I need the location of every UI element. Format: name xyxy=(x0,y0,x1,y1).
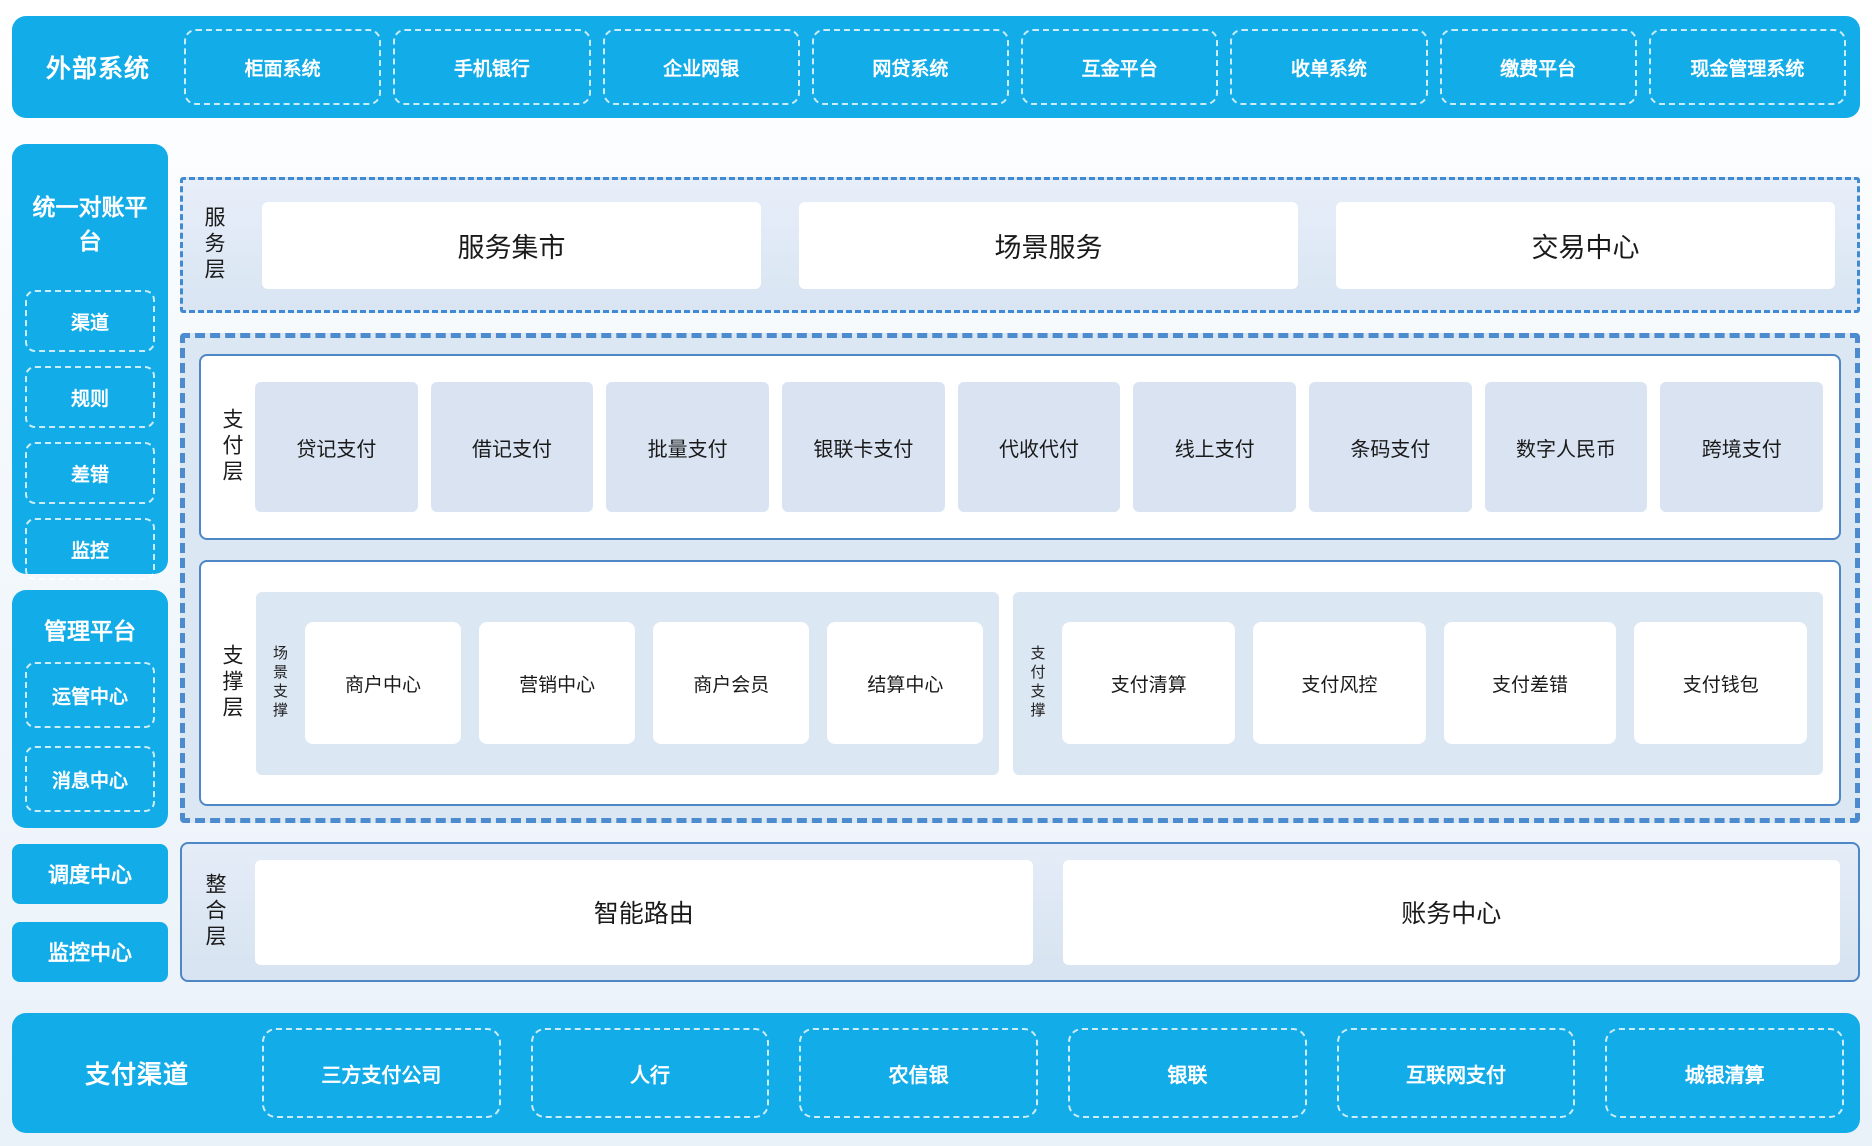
payment-box: 数字人民币 xyxy=(1484,382,1648,512)
scene-support-label: 场景支撑 xyxy=(271,645,288,721)
external-system-box: 互金平台 xyxy=(1021,29,1219,105)
external-systems-bar: 外部系统 柜面系统 手机银行 企业网银 网贷系统 互金平台 收单系统 缴费平台 … xyxy=(12,16,1860,118)
external-system-box: 缴费平台 xyxy=(1439,29,1637,105)
payment-channel-box: 三方支付公司 xyxy=(262,1028,501,1118)
support-layer: 支撑层 场景支撑 商户中心 营销中心 商户会员 结算中心 支付支撑 支付清算 支… xyxy=(199,560,1841,806)
main-layers: 服务层 服务集市 场景服务 交易中心 支付层 贷记支付 借记支付 批量支付 银联… xyxy=(180,134,1860,982)
external-system-box: 现金管理系统 xyxy=(1648,29,1846,105)
service-box: 服务集市 xyxy=(262,201,761,289)
recon-platform-panel: 统一对账平台 渠道 规则 差错 监控 xyxy=(12,144,168,580)
recon-item-box: 差错 xyxy=(25,442,155,504)
payment-box: 批量支付 xyxy=(606,382,770,512)
mgmt-platform-panel: 管理平台 运管中心 消息中心 xyxy=(12,590,168,828)
payment-support-box: 支付差错 xyxy=(1443,622,1617,744)
payment-box: 条码支付 xyxy=(1309,382,1472,512)
payment-layer-label: 支付层 xyxy=(220,408,243,486)
monitor-center-block: 监控中心 xyxy=(12,922,168,982)
external-system-box: 企业网银 xyxy=(602,29,800,105)
payment-channels-items: 三方支付公司 人行 农信银 银联 互联网支付 城银清算 xyxy=(262,1028,1845,1118)
external-systems-items: 柜面系统 手机银行 企业网银 网贷系统 互金平台 收单系统 缴费平台 现金管理系… xyxy=(184,29,1846,105)
payment-channel-box: 农信银 xyxy=(799,1028,1039,1118)
payment-box: 贷记支付 xyxy=(255,382,418,512)
payment-box: 银联卡支付 xyxy=(782,382,945,512)
payment-support-group: 支付支撑 支付清算 支付风控 支付差错 支付钱包 xyxy=(1013,591,1823,775)
payment-box: 跨境支付 xyxy=(1660,382,1824,512)
recon-platform-title: 统一对账平台 xyxy=(32,194,148,254)
sidebar: 统一对账平台 渠道 规则 差错 监控 管理平台 运管中心 消息中心 调度中心 监… xyxy=(12,134,168,982)
scheduler-center-block: 调度中心 xyxy=(12,844,168,904)
payment-support-box: 支付风控 xyxy=(1253,622,1426,744)
mgmt-item-box: 运管中心 xyxy=(25,662,155,728)
scene-support-group: 场景支撑 商户中心 营销中心 商户会员 结算中心 xyxy=(256,591,1000,775)
payment-channels-bar: 支付渠道 三方支付公司 人行 农信银 银联 互联网支付 城银清算 xyxy=(12,1013,1860,1133)
payment-layer: 支付层 贷记支付 借记支付 批量支付 银联卡支付 代收代付 线上支付 条码支付 … xyxy=(199,354,1841,540)
scene-support-box: 营销中心 xyxy=(479,622,636,744)
mgmt-item-box: 消息中心 xyxy=(25,746,155,812)
payment-channel-box: 银联 xyxy=(1068,1028,1307,1118)
external-systems-label: 外部系统 xyxy=(45,55,150,83)
payment-box: 线上支付 xyxy=(1133,382,1297,512)
support-layer-label: 支撑层 xyxy=(220,644,243,722)
recon-item-box: 监控 xyxy=(25,518,155,580)
recon-item-box: 渠道 xyxy=(25,290,155,352)
scene-support-box: 商户中心 xyxy=(305,622,462,744)
service-box: 场景服务 xyxy=(799,201,1298,289)
external-system-box: 柜面系统 xyxy=(184,29,382,105)
payment-channels-label: 支付渠道 xyxy=(84,1061,189,1089)
payment-support-wrapper: 支付层 贷记支付 借记支付 批量支付 银联卡支付 代收代付 线上支付 条码支付 … xyxy=(180,333,1860,823)
payment-box: 借记支付 xyxy=(430,382,594,512)
payment-support-box: 支付清算 xyxy=(1062,622,1236,744)
external-system-box: 网贷系统 xyxy=(811,29,1009,105)
integration-box: 智能路由 xyxy=(255,859,1033,965)
external-system-box: 收单系统 xyxy=(1230,29,1428,105)
payment-channel-box: 城银清算 xyxy=(1605,1028,1845,1118)
external-system-box: 手机银行 xyxy=(393,29,591,105)
mgmt-platform-title: 管理平台 xyxy=(44,618,136,644)
integration-layer-label: 整合层 xyxy=(203,873,226,951)
scene-support-box: 结算中心 xyxy=(827,622,984,744)
payment-channel-box: 互联网支付 xyxy=(1336,1028,1576,1118)
service-layer-label: 服务层 xyxy=(202,206,225,284)
scene-support-box: 商户会员 xyxy=(653,622,810,744)
service-box: 交易中心 xyxy=(1336,201,1835,289)
payment-support-label: 支付支撑 xyxy=(1028,645,1046,721)
payment-box: 代收代付 xyxy=(957,382,1121,512)
middle-region: 统一对账平台 渠道 规则 差错 监控 管理平台 运管中心 消息中心 调度中心 监… xyxy=(12,134,1860,982)
integration-box: 账务中心 xyxy=(1062,859,1840,965)
payment-channel-box: 人行 xyxy=(530,1028,770,1118)
recon-item-box: 规则 xyxy=(25,366,155,428)
payment-support-box: 支付钱包 xyxy=(1634,622,1808,744)
integration-layer: 整合层 智能路由 账务中心 xyxy=(180,842,1860,982)
service-layer: 服务层 服务集市 场景服务 交易中心 xyxy=(180,177,1860,313)
